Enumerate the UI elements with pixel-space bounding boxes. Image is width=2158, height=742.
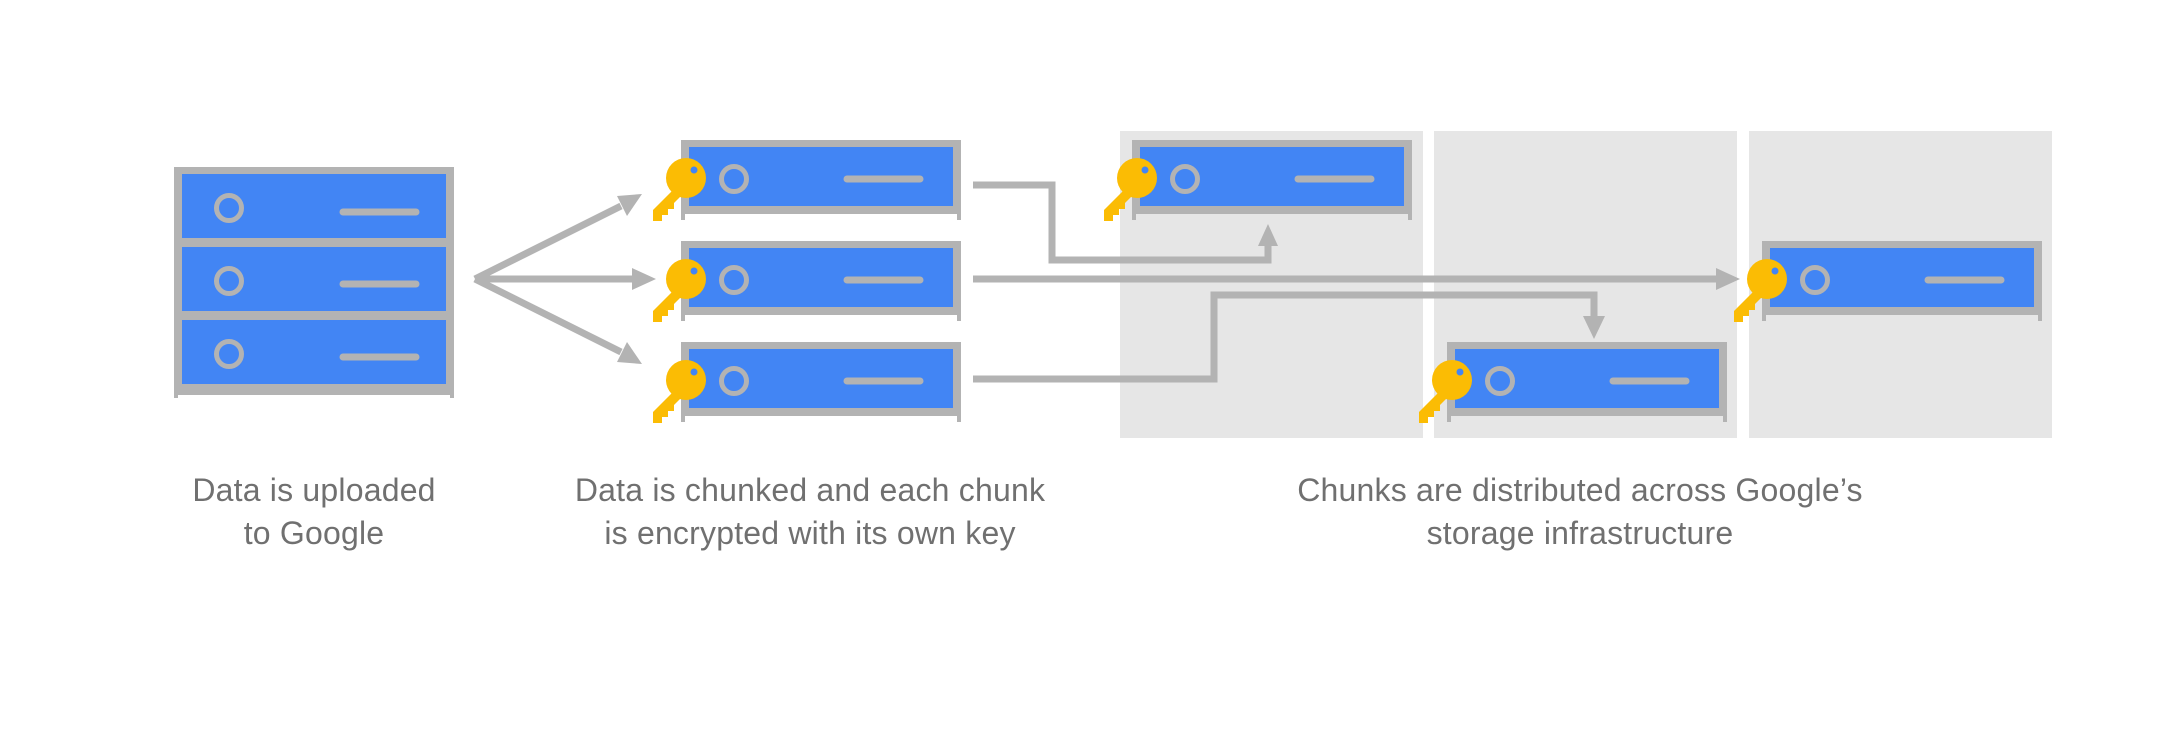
caption-distribute-line-1: Chunks are distributed across Google’s xyxy=(1297,472,1863,508)
source-server-rack-icon xyxy=(174,167,454,398)
encrypted-chunks xyxy=(653,140,2042,423)
caption-upload: Data is uploaded to Google xyxy=(134,469,494,555)
route-chunk-1 xyxy=(973,181,1272,264)
stored-chunk-2-server-icon xyxy=(1762,241,2042,321)
caption-upload-line-1: Data is uploaded xyxy=(192,472,436,508)
caption-chunk-line-1: Data is chunked and each chunk xyxy=(574,472,1046,508)
chunk-2-server-icon xyxy=(681,241,961,321)
stored-chunk-1-server-icon xyxy=(1132,140,1412,220)
caption-chunk: Data is chunked and each chunk is encryp… xyxy=(530,469,1090,555)
route-chunk-1-head xyxy=(1258,224,1278,246)
stored-chunk-2-key-icon xyxy=(1734,259,1787,322)
split-arrows xyxy=(473,194,656,364)
caption-upload-line-2: to Google xyxy=(243,515,385,551)
caption-distribute: Chunks are distributed across Google’s s… xyxy=(1230,469,1930,555)
chunk-2 xyxy=(653,241,961,322)
split-arrow-bottom xyxy=(473,275,623,356)
chunk-1 xyxy=(653,140,961,221)
stored-chunk-3 xyxy=(1419,342,1727,423)
chunk-1-server-icon xyxy=(681,140,961,220)
chunk-3-key-icon xyxy=(653,360,706,423)
split-arrow-top-head xyxy=(617,194,642,216)
distribution-arrows xyxy=(973,181,1740,383)
chunk-2-key-icon xyxy=(653,259,706,322)
chunk-3 xyxy=(653,342,961,423)
route-chunk-3 xyxy=(973,291,1598,383)
stored-chunk-3-server-icon xyxy=(1447,342,1727,422)
route-chunk-2-head xyxy=(1716,268,1740,290)
chunk-1-key-icon xyxy=(653,158,706,221)
stored-chunk-3-key-icon xyxy=(1419,360,1472,423)
route-chunk-3-head xyxy=(1583,316,1605,339)
split-arrow-top xyxy=(473,202,623,283)
stored-chunk-2 xyxy=(1734,241,2042,322)
stored-chunk-1 xyxy=(1104,140,1412,221)
chunk-3-server-icon xyxy=(681,342,961,422)
split-arrow-bottom-head xyxy=(617,342,642,364)
split-arrow-mid-head xyxy=(632,268,656,290)
caption-chunk-line-2: is encrypted with its own key xyxy=(604,515,1016,551)
caption-distribute-line-2: storage infrastructure xyxy=(1426,515,1734,551)
stored-chunk-1-key-icon xyxy=(1104,158,1157,221)
